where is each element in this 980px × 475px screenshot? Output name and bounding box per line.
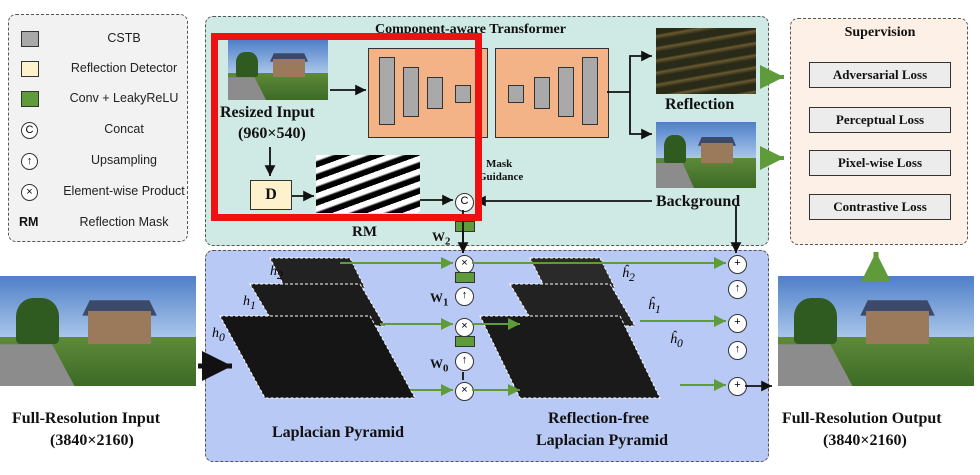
arrow-to-reflection [607,50,652,93]
full-res-input-size: (3840×2160) [50,432,134,449]
cstb-block [558,67,574,117]
pyramid-layer-h2 [269,257,366,289]
background-output-image [656,122,756,188]
legend-panel: CSTB Reflection Detector Conv + LeakyReL… [8,14,188,242]
h0-label: h0 [212,326,225,344]
legend-item-cstb: CSTB [9,29,189,51]
rf-layer-h0 [479,315,661,399]
reflection-free-label-2: Laplacian Pyramid [536,432,669,449]
cstb-block [427,77,443,109]
reflection-label: Reflection [665,96,735,113]
product-node-2: × [455,255,474,274]
full-res-output-size: (3840×2160) [823,432,907,449]
full-res-input-label: Full-Resolution Input [12,410,161,427]
full-res-output-label: Full-Resolution Output [782,410,942,427]
upsample-node-r1: ↑ [728,341,747,360]
conv-block-w0 [455,336,475,347]
reflection-free-pyramid-layers [479,257,661,399]
w2-label: W2 [432,229,451,248]
upsample-node-r2: ↑ [728,280,747,299]
h2-label: h2 [270,264,283,282]
legend-label: Conv + LeakyReLU [69,91,179,105]
reflection-output-image [656,28,756,94]
cstb-block [508,85,524,103]
rm-label: RM [352,224,377,240]
laplacian-pyramid-layers [219,257,416,399]
legend-item-conv: Conv + LeakyReLU [9,89,189,111]
full-resolution-input-image [0,276,196,386]
element-wise-product-icon: × [21,184,38,201]
mask-guidance-label-2: Guidance [478,171,524,183]
concat-node: C [455,193,474,212]
sum-node-1: + [728,314,747,333]
h1-label: h1 [243,294,256,312]
reflection-free-label-1: Reflection-free [548,410,649,427]
cstb-block [379,57,395,125]
reflection-detector-block: D [250,180,292,210]
conv-block-w1 [455,272,475,283]
resized-input-size: (960×540) [238,125,306,142]
w1-label: W1 [430,290,449,309]
legend-label: CSTB [107,31,141,45]
full-resolution-output-image [778,276,974,386]
reflection-mask-image [316,155,420,213]
upsampling-icon: ↑ [21,153,38,170]
legend-label: Element-wise Product [63,184,185,198]
upsample-node-1: ↑ [455,287,474,306]
conv-block-w2 [455,221,475,232]
concat-icon: C [21,122,38,139]
transformer-decoder [495,48,609,138]
legend-item-product: × Element-wise Product [9,182,189,204]
rm-abbrev: RM [19,215,39,229]
sum-node-2: + [728,255,747,274]
adversarial-loss: Adversarial Loss [809,62,951,88]
supervision-panel: Supervision Adversarial Loss Perceptual … [790,18,968,245]
hhat0-label: ĥ0 [670,332,683,350]
legend-label: Upsampling [90,153,157,167]
product-node-0: × [455,382,474,401]
transformer-encoder [368,48,488,138]
resized-input-label: Resized Input [220,104,315,121]
resized-input-image [228,40,328,100]
legend-label: Reflection Mask [79,215,169,229]
laplacian-pyramid-label: Laplacian Pyramid [272,424,405,441]
cstb-block [403,67,419,117]
arrow-to-background [629,92,652,140]
mask-guidance-label-1: Mask [486,158,513,170]
cstb-block [582,57,598,125]
supervision-title: Supervision [844,25,916,40]
hhat2-label: ĥ2 [622,266,635,284]
highlight-box [211,33,482,221]
upsample-node-0: ↑ [455,352,474,371]
background-label: Background [656,193,741,210]
cstb-icon [21,31,39,47]
cstb-block [534,77,550,109]
conv-leakyrelu-icon [21,91,39,107]
cstb-block [455,85,471,103]
legend-item-concat: C Concat [9,120,189,142]
legend-item-reflection-mask: RM Reflection Mask [9,213,189,235]
legend-item-upsampling: ↑ Upsampling [9,151,189,173]
w0-label: W0 [430,356,449,375]
rf-layer-h2 [529,257,616,289]
legend-item-reflection-detector: Reflection Detector [9,59,189,81]
hhat1-label: ĥ1 [648,298,661,316]
sum-node-0: + [728,377,747,396]
perceptual-loss: Perceptual Loss [809,107,951,133]
legend-label: Concat [104,122,144,136]
pixel-wise-loss: Pixel-wise Loss [809,150,951,176]
contrastive-loss: Contrastive Loss [809,194,951,220]
legend-label: Reflection Detector [70,61,178,75]
reflection-detector-icon [21,61,39,77]
pyramid-layer-h0 [219,315,416,399]
